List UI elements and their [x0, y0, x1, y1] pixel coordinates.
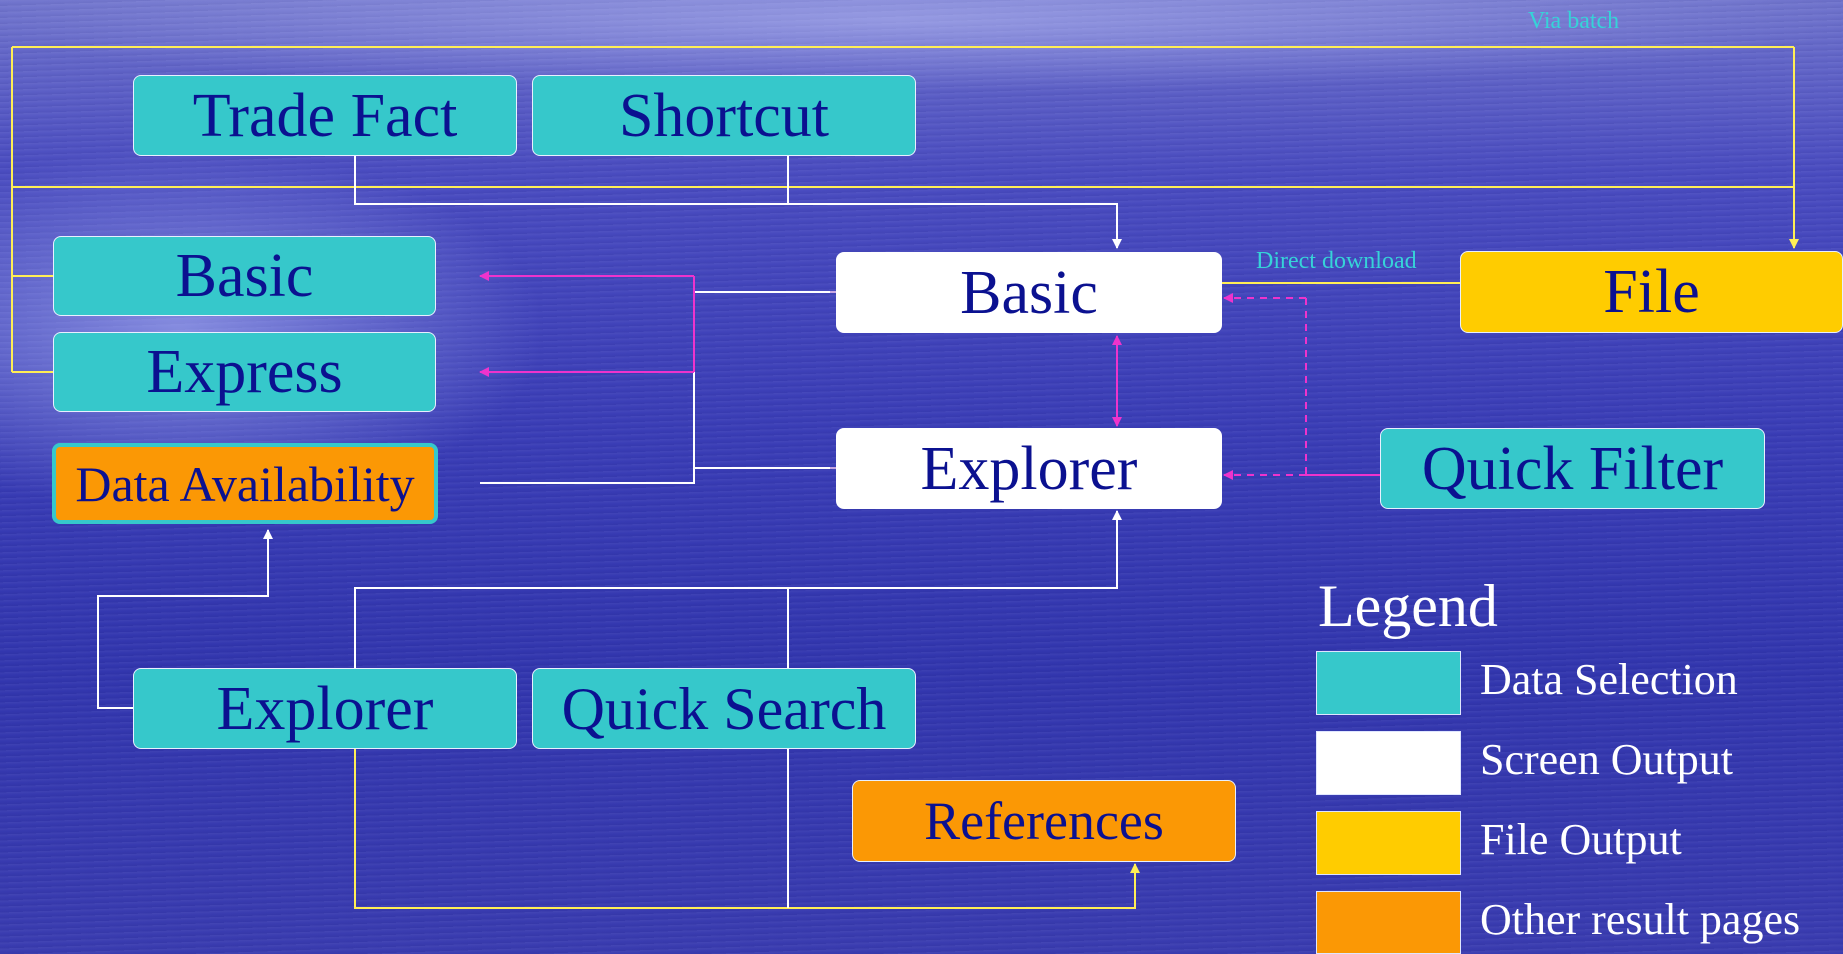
- direct-download-label: Direct download: [1256, 248, 1417, 274]
- basic-selection-box[interactable]: Basic: [53, 236, 436, 316]
- legend-label-other-result-pages: Other result pages: [1480, 895, 1801, 944]
- via-batch-label: Via batch: [1528, 8, 1620, 34]
- legend-swatch-file-output: [1316, 811, 1461, 875]
- shortcut-box[interactable]: Shortcut: [532, 75, 916, 156]
- file-output-box[interactable]: File: [1460, 251, 1843, 333]
- data-availability-box[interactable]: Data Availability: [52, 443, 438, 524]
- legend-swatch-screen-output: [1316, 731, 1461, 795]
- explorer-output-box[interactable]: Explorer: [836, 428, 1222, 509]
- white-connectors: [97, 156, 1140, 909]
- explorer-selection-box[interactable]: Explorer: [133, 668, 517, 749]
- references-box[interactable]: References: [852, 780, 1236, 862]
- quick-filter-box[interactable]: Quick Filter: [1380, 428, 1765, 509]
- trade-fact-box[interactable]: Trade Fact: [133, 75, 517, 156]
- express-box[interactable]: Express: [53, 332, 436, 412]
- legend-label-data-selection: Data Selection: [1480, 655, 1738, 704]
- legend-label-file-output: File Output: [1480, 815, 1682, 864]
- quick-search-box[interactable]: Quick Search: [532, 668, 916, 749]
- via-batch-connector: [11, 46, 1799, 373]
- legend-swatch-other-result-pages: [1316, 891, 1461, 954]
- legend-title: Legend: [1318, 573, 1498, 639]
- basic-output-box[interactable]: Basic: [836, 252, 1222, 333]
- magenta-connectors: [479, 271, 1391, 480]
- legend-label-screen-output: Screen Output: [1480, 735, 1733, 784]
- legend-swatch-data-selection: [1316, 651, 1461, 715]
